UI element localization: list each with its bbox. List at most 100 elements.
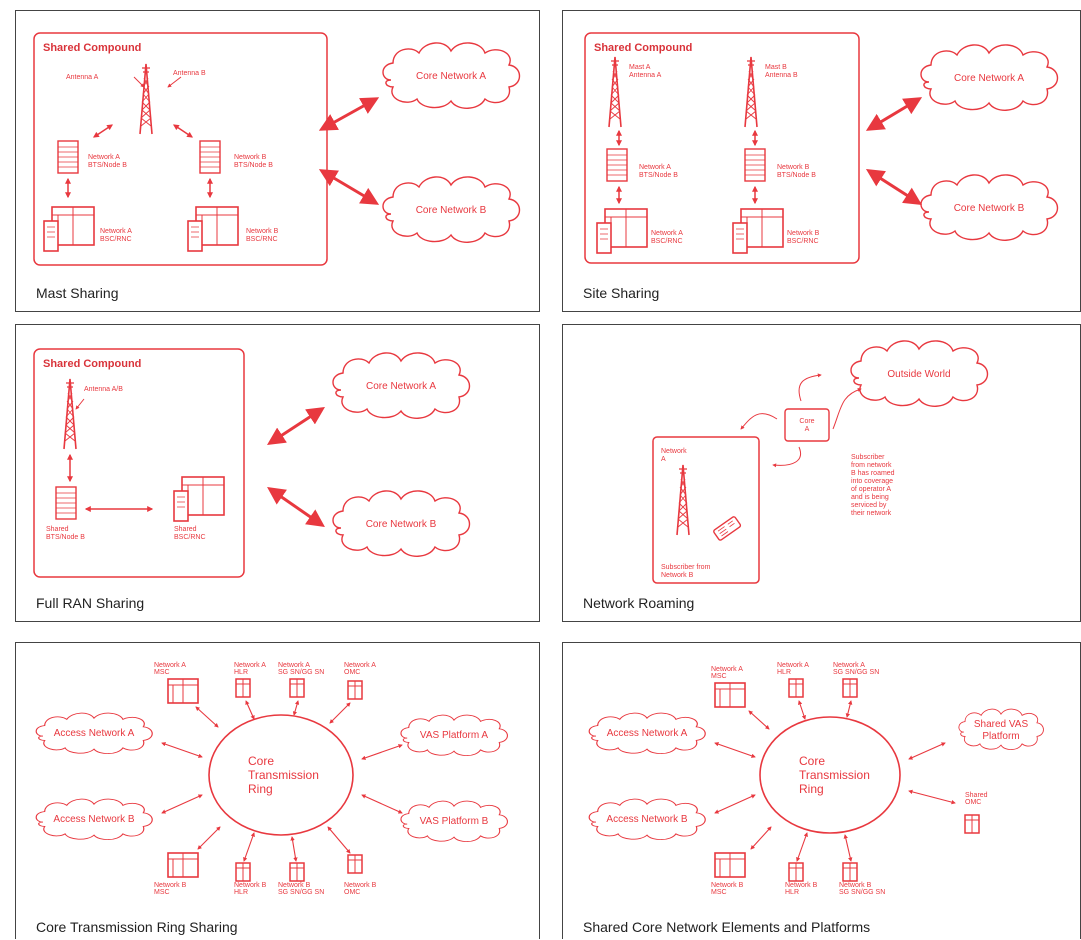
mast-sharing-diagram: Shared Compound Antenna A Antenna B Netw… xyxy=(33,32,521,266)
vas-b-label: VAS Platform B xyxy=(420,816,489,827)
bts-b-label-1: Network B xyxy=(234,154,267,161)
panel-network-roaming: Outside World Core A Network A Subscribe… xyxy=(562,324,1081,622)
bottom-3-label-2: SG SN/GG SN xyxy=(278,889,324,896)
shared-bts-icon xyxy=(55,486,77,520)
panel-shared-core-elements: Core Transmission Ring Network A MSC Net… xyxy=(562,642,1081,939)
core-ring xyxy=(759,716,901,834)
svg-text:their network: their network xyxy=(851,510,892,517)
bsc-icon-b xyxy=(732,208,784,254)
bts-icon-b xyxy=(199,140,221,174)
subscriber-label-1: Subscriber from xyxy=(661,564,711,571)
omc-a-icon xyxy=(347,680,363,700)
svg-text:of operator A: of operator A xyxy=(851,486,891,493)
sgsn-a-icon xyxy=(289,678,305,698)
compound-title: Shared Compound xyxy=(43,42,141,54)
bts-label-2: BTS/Node B xyxy=(46,534,85,541)
core-a-box xyxy=(784,408,830,442)
top-1-label-2: MSC xyxy=(154,669,170,676)
panel-site-sharing: Shared Compound Mast A Antenna A Mast B … xyxy=(562,10,1081,312)
hlr-b-icon xyxy=(235,862,251,882)
shared-omc-label-1: Shared xyxy=(965,792,988,799)
caption: Shared Core Network Elements and Platfor… xyxy=(583,919,871,935)
svg-text:serviced by: serviced by xyxy=(851,502,887,509)
bsc-b-label-1: Network B xyxy=(787,230,820,237)
antenna-a-label: Antenna A xyxy=(66,74,99,81)
core-a-label: Core Network A xyxy=(954,73,1024,84)
core-a-label: Core Network A xyxy=(366,381,436,392)
shared-bsc-icon xyxy=(173,476,225,522)
antenna-tower-icon xyxy=(63,378,77,450)
ring-sharing-diagram: Core Transmission Ring Network A MSC Net… xyxy=(35,662,508,896)
compound-title: Shared Compound xyxy=(43,358,141,370)
caption: Core Transmission Ring Sharing xyxy=(36,919,238,935)
top-1-label-1: Network A xyxy=(711,666,743,673)
core-ring xyxy=(208,714,354,836)
top-2-label-2: HLR xyxy=(234,669,248,676)
bottom-3-label-1: Network B xyxy=(278,882,311,889)
mobile-phone-icon xyxy=(713,516,742,541)
bts-a-label-1: Network A xyxy=(88,154,120,161)
antenna-label: Antenna A/B xyxy=(84,386,123,393)
bottom-1-label-2: MSC xyxy=(154,889,170,896)
top-2-label-2: HLR xyxy=(777,669,791,676)
bottom-3-label-2: SG SN/GG SN xyxy=(839,889,885,896)
network-roaming-diagram: Outside World Core A Network A Subscribe… xyxy=(652,340,989,584)
bts-b-label-2: BTS/Node B xyxy=(234,162,273,169)
network-a-box xyxy=(652,436,760,584)
core-b-label: Core Network B xyxy=(416,205,487,216)
hlr-a-icon xyxy=(788,678,804,698)
bsc-label-2: BSC/RNC xyxy=(174,534,206,541)
hlr-b-icon xyxy=(788,862,804,882)
mast-b-label-2: Antenna B xyxy=(765,72,798,79)
antenna-b-label: Antenna B xyxy=(173,70,206,77)
shared-compound-box xyxy=(33,32,328,266)
bsc-icon-a xyxy=(43,206,95,252)
panel-core-ring-sharing: Core Transmission Ring Network A MSC Net… xyxy=(15,642,540,939)
bottom-2-label-1: Network B xyxy=(785,882,818,889)
network-label-1: Network xyxy=(661,448,687,455)
bsc-icon-b xyxy=(187,206,239,252)
shared-omc-label-2: OMC xyxy=(965,799,981,806)
antenna-tower-icon xyxy=(139,63,153,135)
bottom-1-label-1: Network B xyxy=(711,882,744,889)
ran-sharing-diagram: Shared Compound Antenna A/B Shared BTS/N… xyxy=(33,348,471,578)
bts-icon-a xyxy=(606,148,628,182)
bts-b-label-2: BTS/Node B xyxy=(777,172,816,179)
bsc-b-label-1: Network B xyxy=(246,228,279,235)
vas-a-label: VAS Platform A xyxy=(420,730,489,741)
site-sharing-diagram: Shared Compound Mast A Antenna A Mast B … xyxy=(584,32,1059,264)
core-label-1: Core xyxy=(799,418,814,425)
caption: Full RAN Sharing xyxy=(36,595,145,611)
top-3-label-2: SG SN/GG SN xyxy=(833,669,879,676)
core-a-label: Core Network A xyxy=(416,71,486,82)
top-1-label-2: MSC xyxy=(711,673,727,680)
mast-b-label-1: Mast B xyxy=(765,64,787,71)
msc-b-icon xyxy=(167,852,199,878)
shared-vas-label-1: Shared VAS xyxy=(974,719,1029,730)
svg-text:and is being: and is being xyxy=(851,494,889,501)
bts-icon-b xyxy=(744,148,766,182)
panel-full-ran-sharing: Shared Compound Antenna A/B Shared BTS/N… xyxy=(15,324,540,622)
bsc-a-label-2: BSC/RNC xyxy=(100,236,132,243)
bottom-4-label-2: OMC xyxy=(344,889,360,896)
top-4-label-1: Network A xyxy=(344,662,376,669)
shared-vas-label-2: Platform xyxy=(982,731,1019,742)
access-a-label: Access Network A xyxy=(607,728,688,739)
bts-icon-a xyxy=(57,140,79,174)
bts-label-1: Shared xyxy=(46,526,69,533)
sgsn-b-icon xyxy=(842,862,858,882)
svg-text:from network: from network xyxy=(851,462,892,469)
panel-mast-sharing: Shared Compound Antenna A Antenna B Netw… xyxy=(15,10,540,312)
ring-label-3: Ring xyxy=(799,782,824,796)
caption: Network Roaming xyxy=(583,595,695,611)
compound-title: Shared Compound xyxy=(594,42,692,54)
bottom-2-label-1: Network B xyxy=(234,882,267,889)
access-b-label: Access Network B xyxy=(606,814,687,825)
ring-label-1: Core xyxy=(799,754,825,768)
bsc-icon-a xyxy=(596,208,648,254)
subscriber-label-2: Network B xyxy=(661,572,694,579)
core-b-label: Core Network B xyxy=(366,519,437,530)
top-3-label-1: Network A xyxy=(278,662,310,669)
bottom-1-label-1: Network B xyxy=(154,882,187,889)
outside-world-label: Outside World xyxy=(887,369,950,380)
